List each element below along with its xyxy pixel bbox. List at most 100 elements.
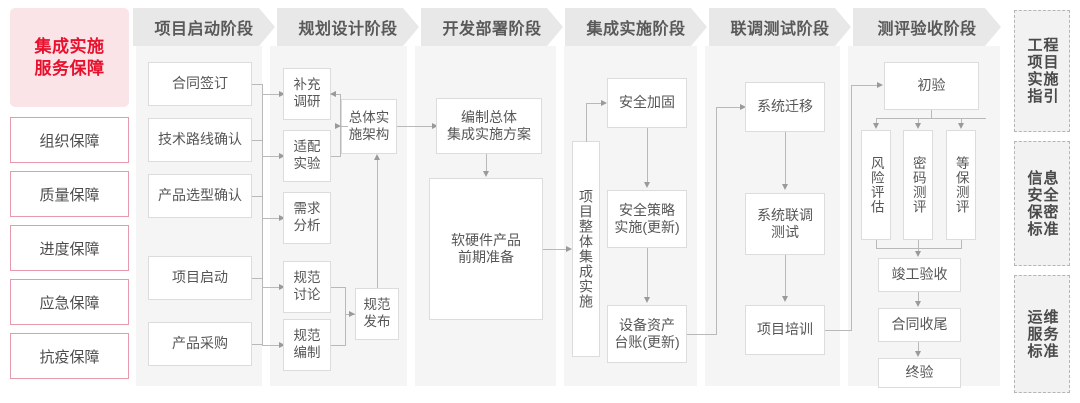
node-hardware-software-prep[interactable]: 软硬件产品前期准备 bbox=[429, 178, 543, 320]
node-final-acceptance[interactable]: 终验 bbox=[878, 358, 961, 388]
node-label: 等保测评 bbox=[953, 156, 969, 214]
connector-productselect-out bbox=[252, 196, 263, 197]
guarantee-label: 进度保障 bbox=[39, 240, 100, 258]
stage-header-0[interactable]: 项目启动阶段 bbox=[133, 8, 275, 46]
standard-col-left: 信安保标 bbox=[1025, 169, 1043, 238]
node-overall-architecture[interactable]: 总体实施架构 bbox=[341, 99, 397, 154]
connector-split-left bbox=[876, 118, 877, 124]
connector-split-right bbox=[961, 118, 962, 124]
arrowhead-arch-to-plan bbox=[432, 122, 438, 129]
node-demand-analysis[interactable]: 需求分析 bbox=[283, 192, 331, 244]
node-product-purchase[interactable]: 产品采购 bbox=[148, 322, 252, 366]
arrowhead-to-crypto bbox=[914, 123, 921, 129]
connector-supp-join bbox=[331, 94, 341, 95]
connector-migrate-to-test bbox=[785, 132, 786, 185]
node-label: 产品选型确认 bbox=[158, 187, 242, 204]
node-asset-ledger[interactable]: 设备资产台账(更新) bbox=[607, 305, 687, 363]
node-spec-drafting[interactable]: 规范编制 bbox=[283, 319, 331, 371]
stage-header-1[interactable]: 规划设计阶段 bbox=[277, 8, 419, 46]
node-label: 项目培训 bbox=[757, 321, 813, 338]
node-supplementary-research[interactable]: 补充调研 bbox=[283, 68, 331, 120]
standard-panel-2[interactable]: 维务准 运服标 bbox=[1014, 275, 1070, 393]
guarantee-item-0[interactable]: 组织保障 bbox=[10, 117, 129, 163]
node-label: 竣工验收 bbox=[891, 266, 948, 283]
connector-adapt-join bbox=[331, 156, 341, 157]
node-label-line1: 规范 bbox=[293, 328, 321, 344]
node-overall-integration[interactable]: 项目整体集成实施 bbox=[572, 141, 600, 357]
arrowhead-test-to-training bbox=[781, 296, 788, 302]
node-project-start[interactable]: 项目启动 bbox=[148, 256, 252, 300]
node-label-line1: 安全策略 bbox=[618, 201, 675, 218]
arrowhead-to-dengbao bbox=[957, 123, 964, 129]
node-label: 项目启动 bbox=[172, 269, 228, 286]
arrowhead-specrelease-up bbox=[373, 154, 380, 160]
connector-to-demand-analysis bbox=[262, 218, 280, 219]
arrowhead-close-to-final bbox=[914, 351, 921, 357]
node-security-policy[interactable]: 安全策略实施(更新) bbox=[607, 190, 687, 248]
node-product-select[interactable]: 产品选型确认 bbox=[148, 174, 252, 218]
standard-col-right: 程目施引 bbox=[1041, 37, 1059, 105]
node-label-line2: 调研 bbox=[293, 94, 321, 109]
node-contract-sign[interactable]: 合同签订 bbox=[148, 62, 252, 106]
node-label-line2: 实施(更新) bbox=[614, 219, 680, 235]
stage-header-2[interactable]: 开发部署阶段 bbox=[421, 8, 563, 46]
connector-specdiscuss-join bbox=[331, 287, 346, 288]
guarantee-item-3[interactable]: 应急保障 bbox=[10, 279, 129, 325]
guarantee-item-2[interactable]: 进度保障 bbox=[10, 225, 129, 271]
connector-ledger-to-migrate bbox=[716, 107, 741, 108]
node-label-line2: 讨论 bbox=[293, 287, 321, 302]
stage-header-4[interactable]: 联调测试阶段 bbox=[709, 8, 851, 46]
arrowhead-to-overall-arch bbox=[335, 122, 341, 129]
node-risk-assessment[interactable]: 风险评估 bbox=[861, 130, 891, 240]
node-contract-closeout[interactable]: 合同收尾 bbox=[878, 308, 961, 342]
connector-techroute-out bbox=[252, 140, 263, 141]
connector-specrelease-up bbox=[377, 160, 378, 288]
connector-contract-out bbox=[252, 84, 263, 85]
node-label-line1: 补充 bbox=[293, 77, 321, 93]
node-adaptation-test[interactable]: 适配实验 bbox=[283, 130, 331, 182]
node-label: 密码测评 bbox=[910, 156, 926, 214]
arrowhead-migrate-to-test bbox=[781, 184, 788, 190]
connector-harden-to-policy bbox=[647, 128, 648, 183]
node-label-line1: 适配 bbox=[293, 139, 321, 155]
node-label-line1: 规范 bbox=[363, 297, 391, 313]
connector-policy-to-ledger bbox=[647, 248, 648, 298]
node-label: 终验 bbox=[905, 364, 934, 381]
node-spec-release[interactable]: 规范发布 bbox=[355, 288, 399, 340]
node-security-hardening[interactable]: 安全加固 bbox=[607, 78, 687, 128]
connector-integration-to-harden bbox=[586, 103, 602, 104]
guarantee-label: 应急保障 bbox=[39, 294, 100, 312]
node-label-line2: 集成实施方案 bbox=[447, 126, 531, 142]
node-joint-debug-test[interactable]: 系统联调测试 bbox=[745, 193, 825, 255]
stage-header-label: 测评验收阶段 bbox=[877, 21, 977, 38]
stage-header-3[interactable]: 集成实施阶段 bbox=[565, 8, 707, 46]
arrowhead-to-risk bbox=[872, 123, 879, 129]
connector-col1-bus bbox=[262, 84, 263, 346]
node-label-line2: 实验 bbox=[293, 156, 321, 171]
guarantee-item-4[interactable]: 抗疫保障 bbox=[10, 333, 129, 379]
standard-col-left: 工项实指 bbox=[1025, 37, 1043, 105]
connector-to-adapt-test bbox=[262, 156, 280, 157]
node-label-line2: 编制 bbox=[293, 345, 321, 360]
node-dengbao-evaluation[interactable]: 等保测评 bbox=[946, 130, 976, 240]
node-system-migration[interactable]: 系统迁移 bbox=[745, 82, 825, 132]
node-spec-discussion[interactable]: 规范讨论 bbox=[283, 261, 331, 313]
node-label: 项目整体集成实施 bbox=[578, 189, 594, 309]
stage-header-5[interactable]: 测评验收阶段 bbox=[853, 8, 1001, 46]
standard-panel-1[interactable]: 息全密准 信安保标 bbox=[1014, 141, 1070, 266]
brand-title-line2: 服务保障 bbox=[34, 58, 105, 78]
node-project-training[interactable]: 项目培训 bbox=[745, 305, 825, 355]
connector-arch-to-plan bbox=[397, 126, 433, 127]
node-completion-acceptance[interactable]: 竣工验收 bbox=[878, 258, 961, 292]
node-label-line2: 分析 bbox=[293, 218, 321, 233]
standard-panel-0[interactable]: 程目施引 工项实指 bbox=[1014, 10, 1070, 132]
connector-projectstart-out bbox=[252, 278, 263, 279]
node-initial-acceptance[interactable]: 初验 bbox=[884, 62, 979, 110]
guarantee-item-1[interactable]: 质量保障 bbox=[10, 171, 129, 217]
node-crypto-evaluation[interactable]: 密码测评 bbox=[903, 130, 933, 240]
node-tech-route[interactable]: 技术路线确认 bbox=[148, 118, 252, 162]
connector-dengbao-down bbox=[961, 240, 962, 248]
stage-header-label: 联调测试阶段 bbox=[730, 21, 830, 38]
node-compile-plan[interactable]: 编制总体集成实施方案 bbox=[436, 98, 542, 154]
